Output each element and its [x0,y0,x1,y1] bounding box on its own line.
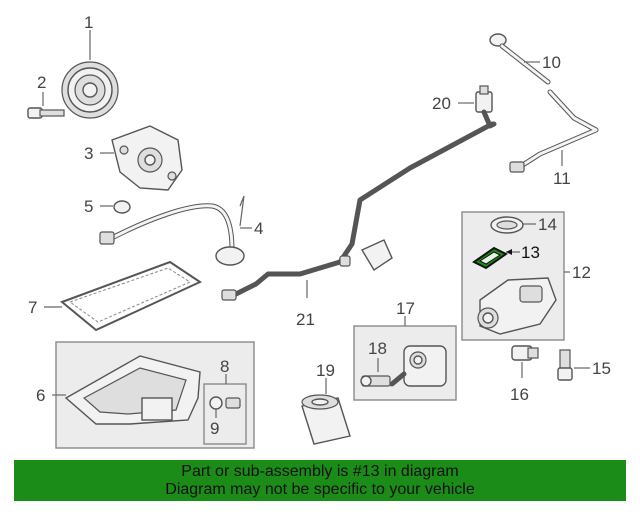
callout-9: 9 [210,419,219,438]
part-17-oil-cooler[interactable] [389,345,447,387]
callout-10: 10 [542,53,561,72]
part-16-oil-pressure-sensor[interactable] [511,345,539,361]
part-11-dipstick-tube[interactable] [509,89,599,173]
banner-line-1: Part or sub-assembly is #13 in diagram [181,462,459,480]
info-banner: Part or sub-assembly is #13 in diagram D… [14,460,626,501]
callout-14: 14 [538,215,557,234]
part-9-drain-plug-washer[interactable] [209,396,223,410]
callout-3: 3 [84,144,93,163]
callout-20: 20 [432,94,451,113]
part-21-wiring-harness[interactable] [221,121,495,301]
part-3-oil-pump[interactable] [111,125,183,191]
part-15-bolt[interactable] [557,349,573,381]
callout-21: 21 [296,310,315,329]
part-8-drain-plug[interactable] [225,397,241,409]
callout-19: 19 [316,361,335,380]
callout-8: 8 [220,357,229,376]
callout-7: 7 [28,298,37,317]
part-4-oil-pickup-tube[interactable] [99,195,245,266]
callout-15: 15 [592,359,611,378]
part-20-pcv-connector[interactable] [475,85,497,129]
callout-11: 11 [553,169,571,188]
part-2-bolt[interactable] [27,107,65,119]
callout-2: 2 [37,73,46,92]
banner-line-2: Diagram may not be specific to your vehi… [165,480,475,498]
callout-12: 12 [572,263,591,282]
part-18-oil-cooler-bolt[interactable] [360,375,391,387]
part-12-oil-filter-adapter[interactable] [477,277,557,335]
part-7-oil-pan-gasket[interactable] [60,260,203,332]
callout-1: 1 [84,13,93,32]
part-14-filter-cap-seal[interactable] [490,216,524,234]
callout-17: 17 [396,299,415,318]
part-1-crankshaft-pulley[interactable] [61,61,119,119]
parts-diagram: 1 2 3 5 4 7 6 8 [27,13,611,449]
part-13-oil-filter-adapter-gasket[interactable] [472,246,508,270]
callout-18: 18 [368,339,387,358]
callout-6: 6 [36,386,45,405]
part-10-dipstick[interactable] [489,33,551,85]
part-19-oil-filter[interactable] [301,394,351,445]
callout-16: 16 [510,385,529,404]
group-box-8 [203,383,247,445]
part-6-oil-pan[interactable] [64,355,201,425]
callout-13: 13 [521,243,540,262]
part-5-o-ring[interactable] [113,200,131,214]
callout-4: 4 [254,219,263,238]
callout-5: 5 [84,197,93,216]
